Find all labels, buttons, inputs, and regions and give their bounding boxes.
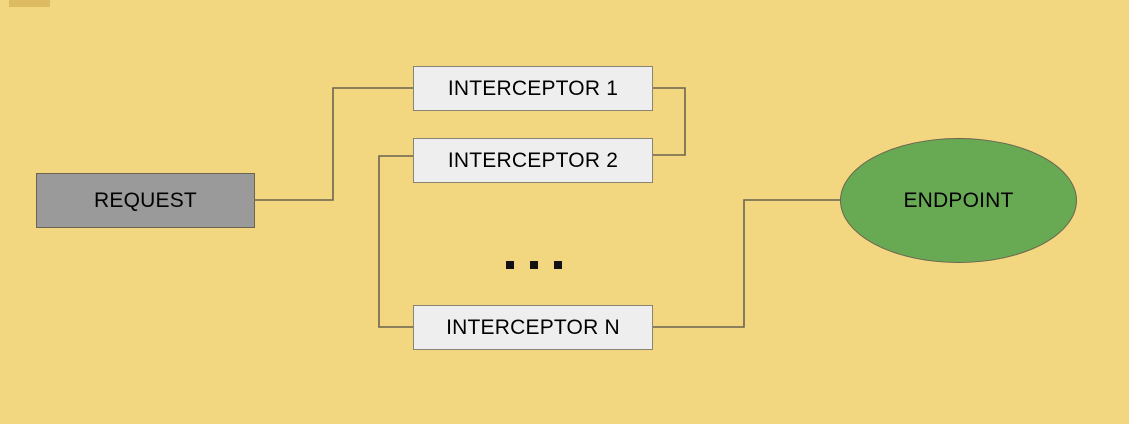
ellipsis-dot [530, 261, 538, 269]
edge-request-to-interceptor-1 [255, 87, 413, 201]
ellipsis-indicator [506, 261, 562, 269]
ellipsis-dot [554, 261, 562, 269]
node-endpoint[interactable]: ENDPOINT [840, 138, 1077, 263]
node-interceptor-1[interactable]: INTERCEPTOR 1 [413, 66, 653, 111]
edge-request-to-interceptor-n [378, 155, 413, 328]
corner-accent-bar [9, 0, 50, 7]
node-interceptor-2[interactable]: INTERCEPTOR 2 [413, 138, 653, 183]
node-interceptor-n[interactable]: INTERCEPTOR N [413, 305, 653, 350]
ellipsis-dot [506, 261, 514, 269]
edge-interceptor-n-to-endpoint [653, 199, 843, 328]
node-request[interactable]: REQUEST [36, 173, 255, 228]
edge-interceptor-1-to-2 [653, 87, 686, 156]
